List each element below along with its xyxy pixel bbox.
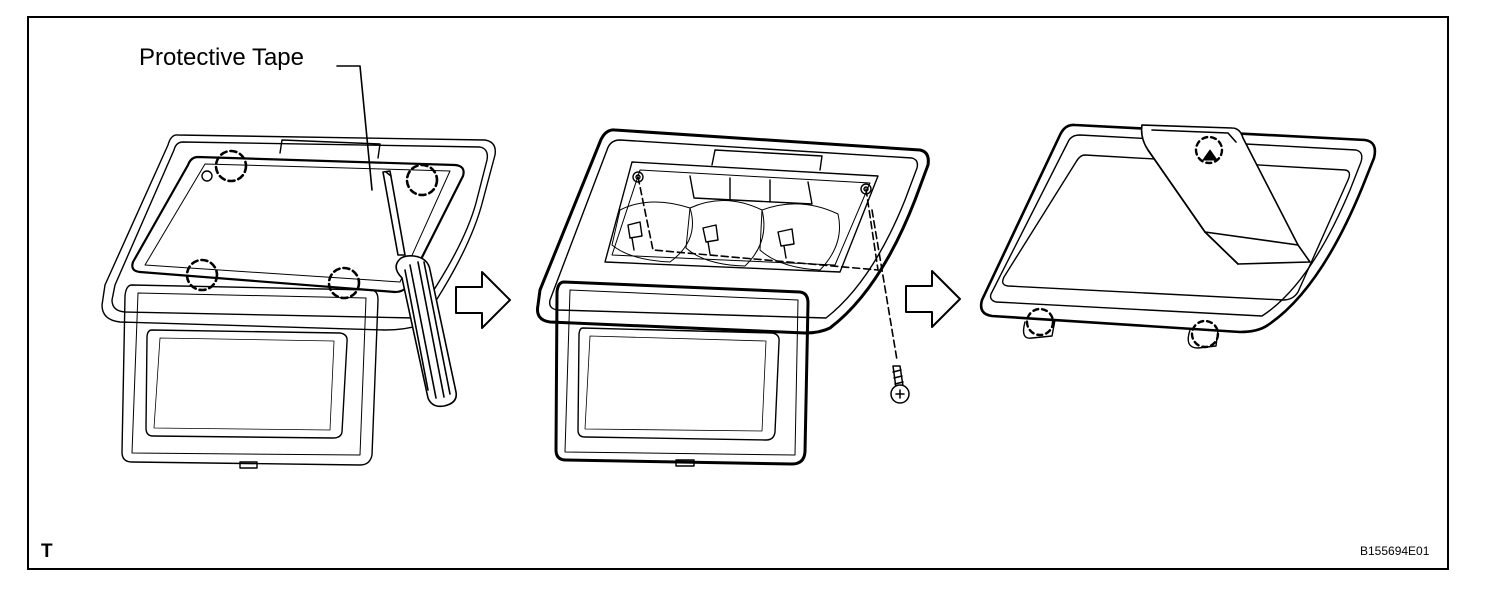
callout-leader <box>336 65 373 191</box>
step-2-unit <box>536 128 930 467</box>
screwdriver-icon <box>382 170 458 408</box>
step-3-cover <box>979 123 1377 349</box>
screw-guide-lines <box>637 176 898 361</box>
figure-id: B155694E01 <box>1360 544 1430 558</box>
corner-mark: T <box>41 541 53 562</box>
step-1-unit <box>101 134 496 469</box>
arrow-right-icon <box>455 271 511 329</box>
screen-display <box>145 329 348 439</box>
clip-markers-step-1 <box>185 149 439 300</box>
figure-border <box>27 16 1449 570</box>
arrow-right-icon <box>905 270 961 328</box>
cover-panel <box>131 155 465 294</box>
screw-icon <box>890 365 910 404</box>
protective-tape-label: Protective Tape <box>139 44 304 71</box>
clip-markers-step-3 <box>1025 135 1224 349</box>
protective-tape <box>1140 124 1311 265</box>
